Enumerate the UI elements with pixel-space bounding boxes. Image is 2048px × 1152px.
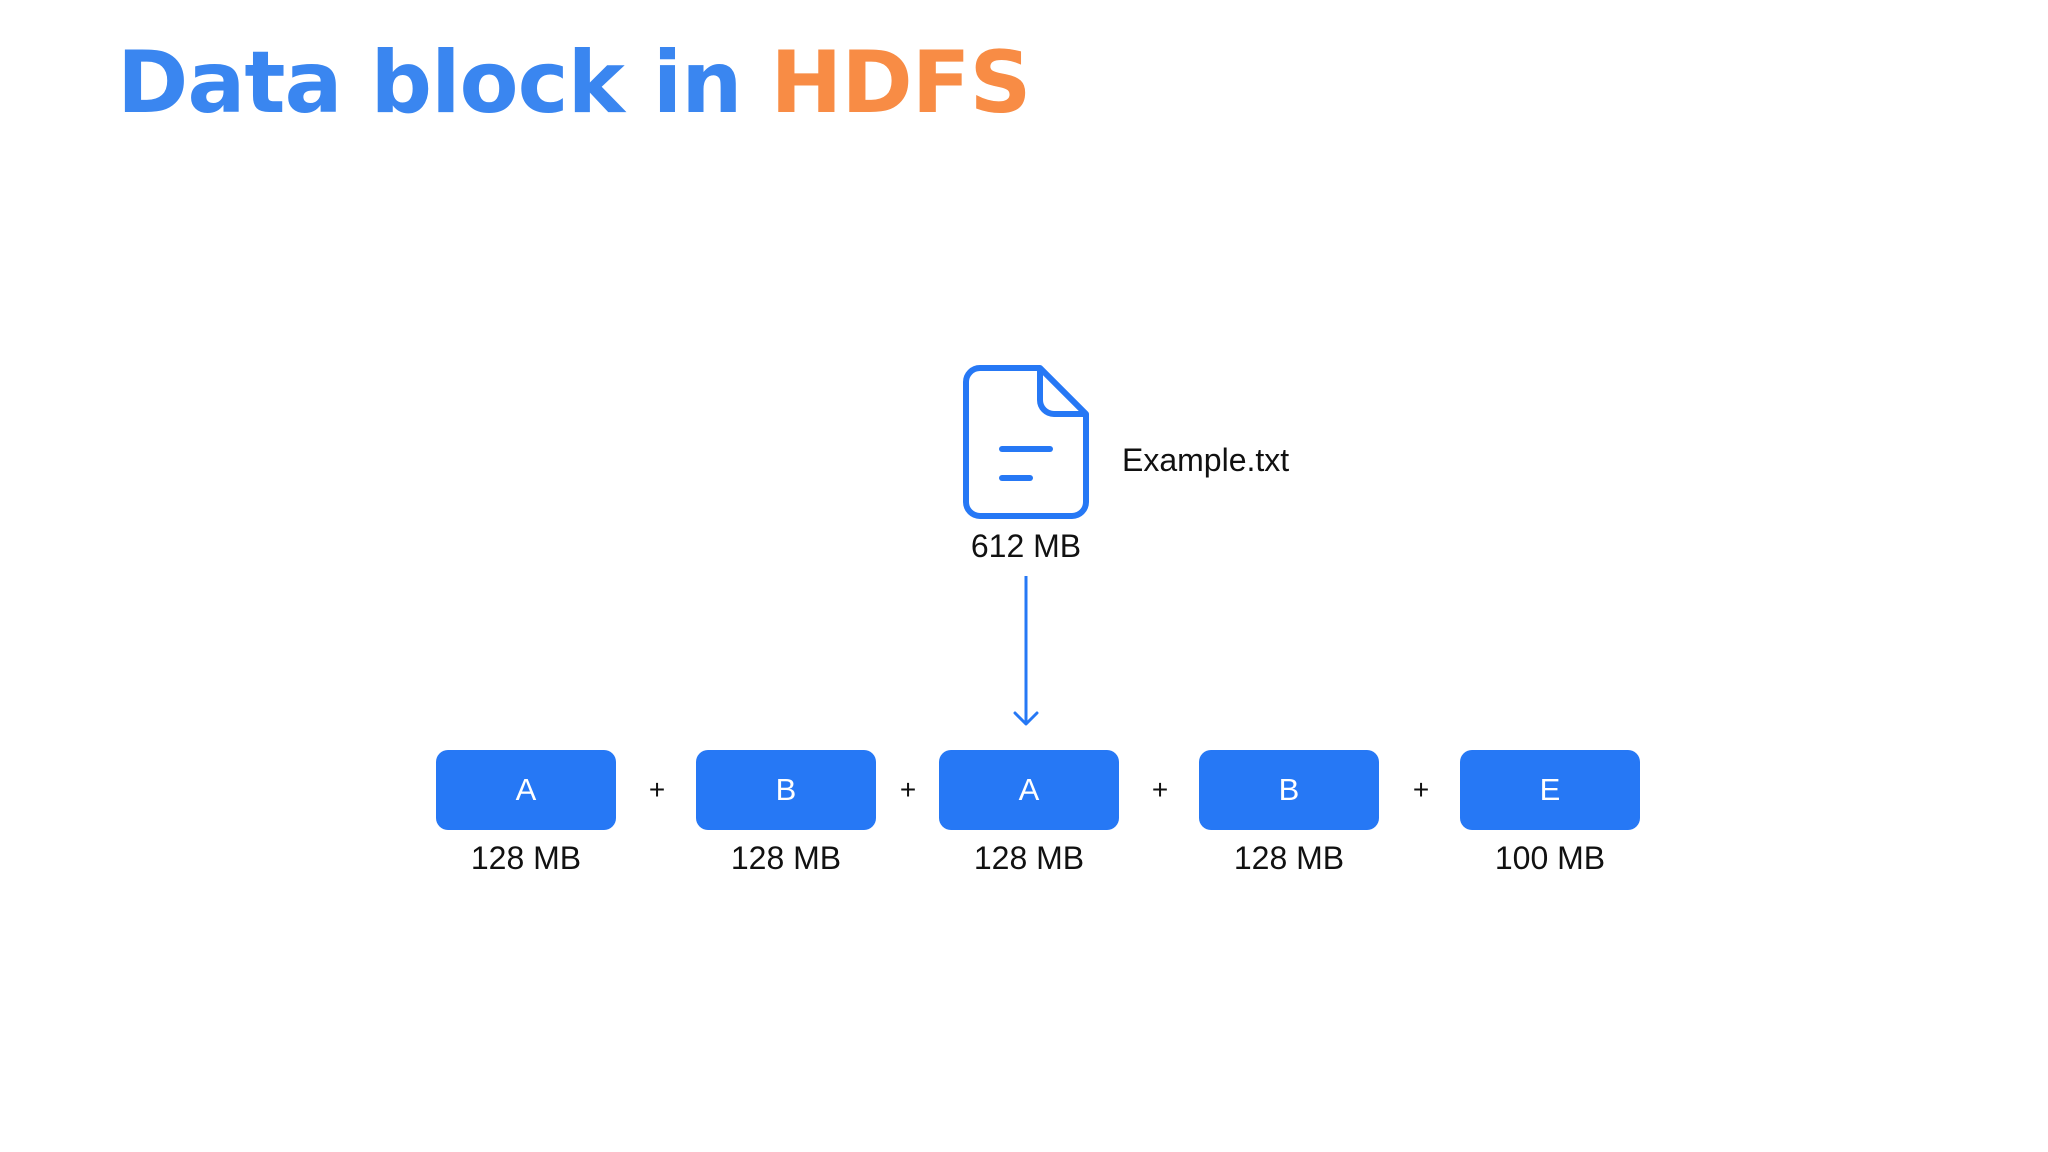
plus-sign: + xyxy=(1151,774,1169,805)
data-block-size: 128 MB xyxy=(470,840,582,876)
data-block: A xyxy=(939,750,1119,830)
data-block-size: 128 MB xyxy=(1233,840,1345,876)
data-block: A xyxy=(436,750,616,830)
plus-sign: + xyxy=(1412,774,1430,805)
data-block-size: 128 MB xyxy=(973,840,1085,876)
down-arrow-icon xyxy=(1013,576,1039,726)
file-name: Example.txt xyxy=(1122,442,1290,478)
data-block-size: 100 MB xyxy=(1494,840,1606,876)
slide-title: Data block in HDFS xyxy=(117,28,1031,138)
data-block: B xyxy=(1199,750,1379,830)
plus-sign: + xyxy=(899,774,917,805)
file-size: 612 MB xyxy=(970,528,1082,564)
document-icon xyxy=(963,365,1089,519)
data-block: B xyxy=(696,750,876,830)
plus-sign: + xyxy=(648,774,666,805)
title-accent: HDFS xyxy=(770,33,1031,133)
data-block: E xyxy=(1460,750,1640,830)
data-block-size: 128 MB xyxy=(730,840,842,876)
title-main: Data block in xyxy=(117,33,771,133)
